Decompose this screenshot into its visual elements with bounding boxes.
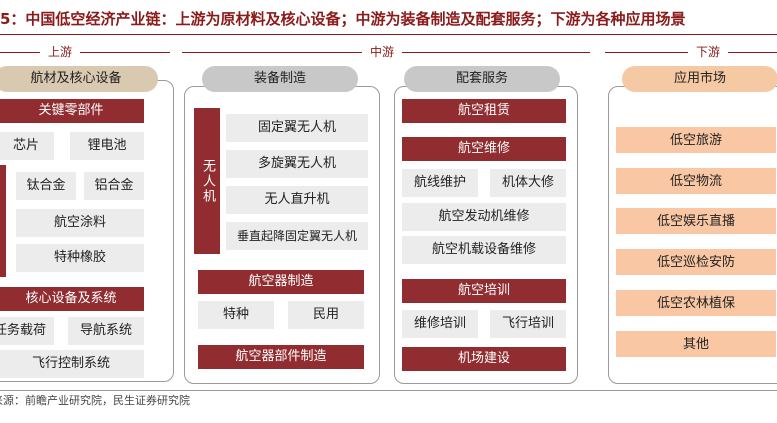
stage-midstream: 中游: [362, 44, 402, 60]
upstream-divider: [0, 52, 170, 53]
bottom-divider: [0, 390, 777, 391]
training-label: 航空培训: [402, 279, 566, 303]
stage-downstream: 下游: [688, 44, 728, 60]
app-inspection: 低空巡检安防: [616, 249, 776, 275]
vtol-box: 垂直起降固定翼无人机: [226, 222, 368, 250]
app-other: 其他: [616, 331, 776, 357]
payload-box: 任务载荷: [0, 317, 54, 345]
special-box: 特种: [198, 301, 274, 329]
helicopter-box: 无人直升机: [226, 186, 368, 214]
services-panel: [394, 86, 578, 384]
overhaul-box: 机体大修: [490, 169, 566, 197]
battery-box: 锂电池: [70, 132, 144, 160]
core-systems-label: 核心设备及系统: [0, 287, 144, 311]
app-agriculture: 低空农林植保: [616, 290, 776, 316]
aluminum-box: 铝合金: [84, 172, 144, 200]
app-logistics: 低空物流: [616, 168, 776, 194]
airport-label: 机场建设: [402, 347, 566, 371]
manufacturing-header: 装备制造: [202, 66, 358, 92]
services-header: 配套服务: [404, 66, 560, 92]
leasing-label: 航空租赁: [402, 99, 566, 123]
engine-maint-box: 航空发动机维修: [402, 203, 566, 231]
drone-label: 无人机: [194, 108, 220, 254]
line-maint-box: 航线维护: [402, 169, 478, 197]
maint-training-box: 维修培训: [402, 310, 478, 338]
materials-side-bar: [0, 165, 6, 277]
aircraft-mfg-label: 航空器制造: [198, 270, 364, 294]
multi-rotor-box: 多旋翼无人机: [226, 150, 368, 178]
stage-upstream: 上游: [40, 44, 80, 60]
parts-mfg-label: 航空器部件制造: [198, 345, 364, 369]
app-entertainment: 低空娱乐直播: [616, 208, 776, 234]
coating-box: 航空涂料: [16, 209, 144, 237]
flight-control-box: 飞行控制系统: [0, 350, 144, 378]
flight-training-box: 飞行培训: [490, 310, 566, 338]
civil-box: 民用: [288, 301, 364, 329]
app-tourism: 低空旅游: [616, 127, 776, 153]
source-note: 来源：前瞻产业研究院，民生证券研究院: [0, 394, 190, 407]
navigation-box: 导航系统: [68, 317, 144, 345]
key-parts-label: 关键零部件: [0, 99, 144, 123]
fixed-wing-box: 固定翼无人机: [226, 114, 368, 142]
titanium-box: 钛合金: [16, 172, 76, 200]
maintenance-label: 航空维修: [402, 137, 566, 161]
title-underline: [0, 34, 777, 35]
rubber-box: 特种橡胶: [16, 244, 144, 272]
chip-box: 芯片: [0, 132, 54, 160]
upstream-header: 航材及核心设备: [0, 66, 158, 92]
page-title: 5：中国低空经济产业链：上游为原材料及核心设备；中游为装备制造及配套服务；下游为…: [0, 10, 686, 28]
avionics-maint-box: 航空机载设备维修: [402, 236, 566, 264]
downstream-header: 应用市场: [622, 66, 777, 92]
